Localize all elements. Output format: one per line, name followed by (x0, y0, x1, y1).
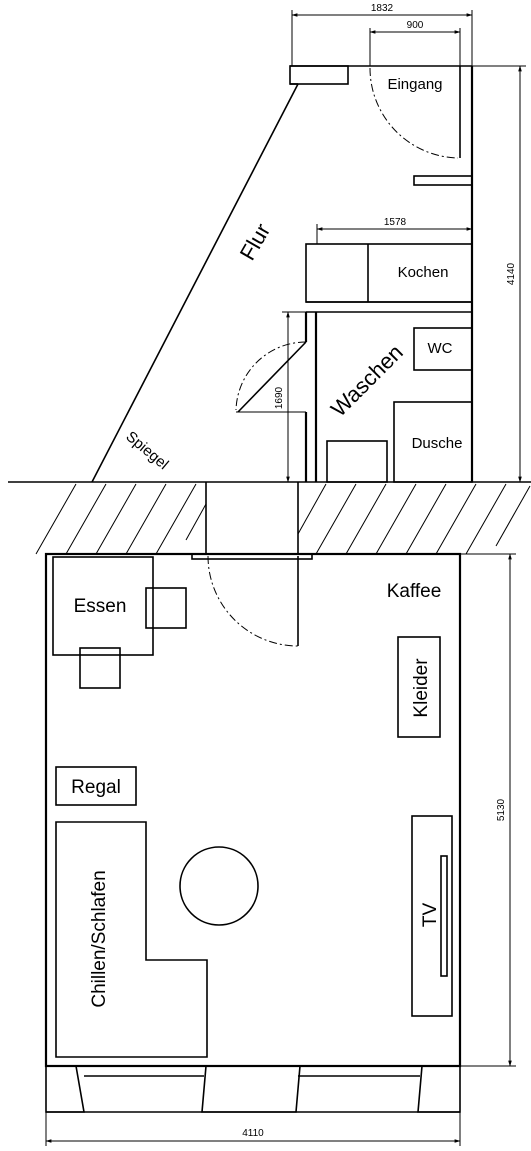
dimension-label-right-height-bottom: 5130 (496, 798, 507, 821)
bottom-wall (45, 1065, 461, 1113)
label-mirror: Spiegel (122, 428, 171, 473)
dimension-label-top-width: 1832 (371, 3, 394, 14)
label-washing: Waschen (326, 340, 408, 422)
dining-chair-right (145, 587, 187, 629)
wall-stub (413, 175, 473, 186)
top-wall-block (289, 65, 349, 85)
shelf: Regal (55, 766, 137, 806)
label-hallway: Flur (235, 219, 276, 264)
hatched-wall-band (8, 481, 531, 555)
label-entrance: Eingang (387, 76, 442, 93)
lounge-sofa: Chillen/Schlafen (55, 821, 208, 1058)
round-table (179, 846, 259, 926)
dining-chair-bottom (79, 647, 121, 689)
tv-unit: TV (411, 815, 453, 1017)
label-dining: Essen (74, 596, 127, 617)
dining-area: Essen (52, 556, 187, 689)
door-frame (191, 553, 313, 560)
tv-screen (440, 855, 448, 977)
upper-section: 1832 900 Eingang 1578 (91, 3, 526, 483)
label-shelf: Regal (71, 777, 121, 798)
bathroom-door (235, 341, 307, 413)
label-lounge: Chillen/Schlafen (89, 870, 110, 1007)
label-shower: Dusche (412, 435, 463, 452)
main-room: Essen Kaffee Kleider Regal Chillen/Schla… (44, 552, 516, 1146)
dimension-top-width: 1832 (291, 3, 473, 66)
room-door (207, 555, 299, 647)
dimension-kitchen-width: 1578 (316, 217, 473, 244)
dimension-right-height-bottom: 5130 (460, 553, 516, 1067)
wc-box (413, 327, 473, 371)
dimension-bathroom-door: 1690 (274, 311, 306, 483)
label-toilet: WC (428, 340, 453, 357)
dimension-label-right-height-top: 4140 (506, 262, 517, 285)
label-coffee: Kaffee (387, 581, 442, 602)
dimension-label-entrance-door: 900 (407, 20, 424, 31)
label-kitchen: Kochen (398, 264, 449, 281)
label-tv: TV (420, 903, 441, 928)
dimension-label-bathroom-door: 1690 (274, 386, 285, 409)
bathroom: WC Dusche Waschen (304, 312, 473, 483)
wardrobe: Kleider (397, 636, 441, 738)
dimension-entrance-door: 900 (369, 20, 461, 66)
dimension-bottom-width: 4110 (45, 1112, 461, 1146)
diagonal-wall (91, 83, 299, 483)
dimension-label-kitchen-width: 1578 (384, 217, 407, 228)
label-wardrobe: Kleider (411, 658, 432, 718)
sink-box (326, 440, 388, 483)
dimension-label-bottom-width: 4110 (242, 1128, 264, 1139)
dining-table (52, 556, 154, 656)
kitchen-block: Kochen (305, 243, 473, 313)
entrance-door (369, 66, 461, 159)
dimension-right-height-top: 4140 (472, 65, 526, 483)
